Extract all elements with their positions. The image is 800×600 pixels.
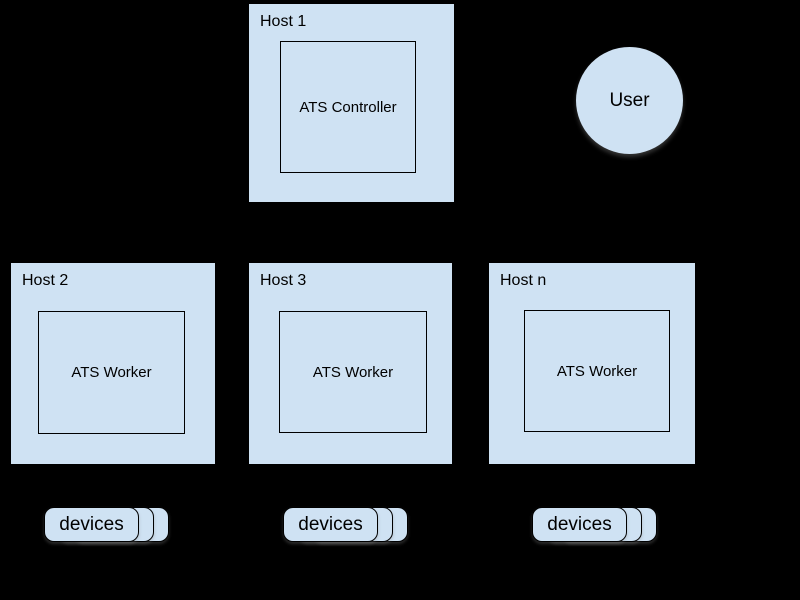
ats-controller-box: ATS Controller bbox=[280, 41, 416, 173]
ats-worker-box-2: ATS Worker bbox=[279, 311, 427, 433]
host-1-label: Host 1 bbox=[260, 13, 307, 30]
host-3-label: Host 3 bbox=[260, 272, 307, 289]
host-2-label: Host 2 bbox=[22, 272, 69, 289]
host-n-box: Host n ATS Worker bbox=[488, 262, 696, 465]
devices-label-2: devices bbox=[298, 513, 363, 535]
device-stack-2: devices bbox=[283, 507, 409, 543]
host-3-box: Host 3 ATS Worker bbox=[248, 262, 453, 465]
device-stack-1: devices bbox=[44, 507, 170, 543]
devices-label-1: devices bbox=[59, 513, 124, 535]
ats-worker-label-1: ATS Worker bbox=[71, 364, 152, 381]
device-card-front: devices bbox=[44, 507, 139, 542]
device-card-front: devices bbox=[283, 507, 378, 542]
user-circle: User bbox=[576, 47, 683, 154]
device-card-front: devices bbox=[532, 507, 627, 542]
device-stack-3: devices bbox=[532, 507, 658, 543]
devices-label-3: devices bbox=[547, 513, 612, 535]
host-n-label: Host n bbox=[500, 272, 547, 289]
ats-worker-label-n: ATS Worker bbox=[556, 362, 638, 380]
ats-worker-label-2: ATS Worker bbox=[312, 363, 394, 381]
user-label: User bbox=[609, 89, 650, 111]
ats-worker-box-1: ATS Worker bbox=[38, 311, 185, 434]
host-1-box: Host 1 ATS Controller bbox=[248, 3, 455, 203]
ats-controller-label: ATS Controller bbox=[299, 98, 397, 116]
ats-worker-box-n: ATS Worker bbox=[524, 310, 670, 432]
host-2-box: Host 2 ATS Worker bbox=[10, 262, 216, 465]
